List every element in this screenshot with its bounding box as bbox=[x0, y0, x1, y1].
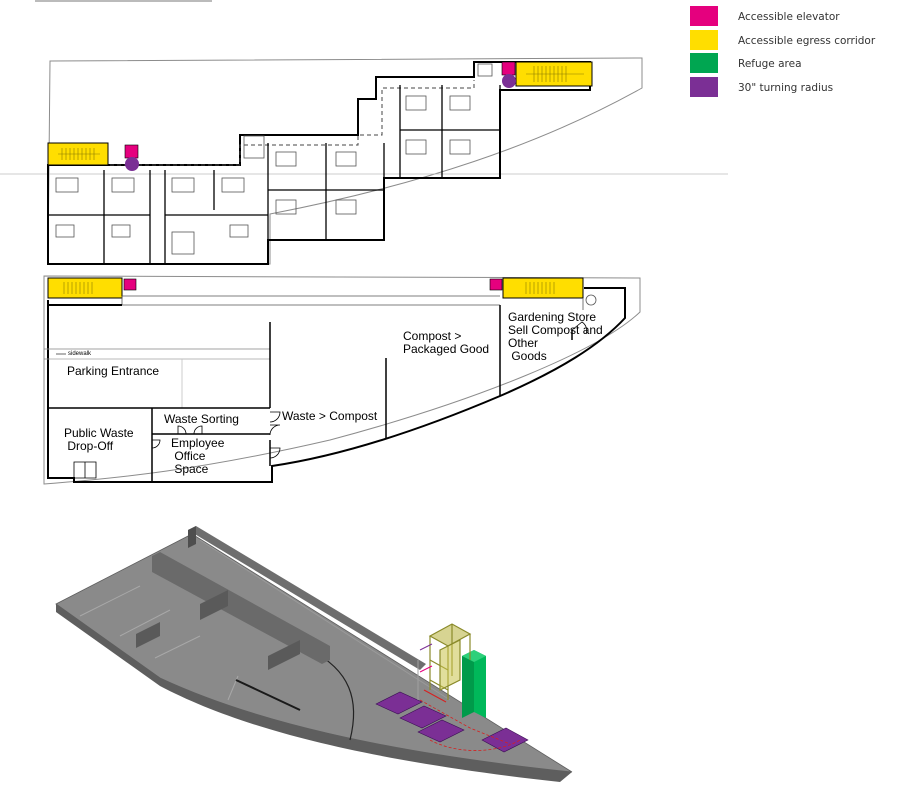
room-label-employee-office: Employee Office Space bbox=[171, 436, 225, 476]
ground-building-outline bbox=[47, 287, 626, 483]
legend-item-elevator: Accessible elevator bbox=[690, 6, 895, 30]
axon-egress-route bbox=[419, 699, 521, 751]
axon-wall-a bbox=[152, 552, 330, 664]
ground-doors bbox=[73, 321, 588, 479]
upper-egress-corridor-right bbox=[515, 61, 593, 87]
axon-back-wall bbox=[188, 526, 426, 670]
ground-elevator-right bbox=[489, 278, 503, 291]
axon-turning-pads bbox=[375, 691, 529, 753]
room-label-waste-compost: Waste > Compost bbox=[282, 409, 378, 423]
legend-label-egress: Accessible egress corridor bbox=[738, 34, 876, 47]
axon-refuge-tower-top bbox=[462, 650, 486, 662]
axon-stair-accents bbox=[417, 643, 447, 703]
legend-swatch-refuge bbox=[690, 53, 718, 73]
legend: Accessible elevator Accessible egress co… bbox=[690, 6, 895, 100]
legend-item-refuge: Refuge area bbox=[690, 53, 895, 77]
ground-egress-left bbox=[47, 277, 123, 299]
legend-label-refuge: Refuge area bbox=[738, 58, 802, 70]
ground-room-walls bbox=[48, 305, 573, 482]
room-label-compost-packaged: Compost > Packaged Good bbox=[403, 329, 490, 356]
legend-label-turning-radius: 30" turning radius bbox=[738, 81, 834, 94]
ground-floor-plan bbox=[43, 275, 641, 485]
axon-back-wall-end bbox=[188, 526, 196, 548]
ground-egress-right bbox=[502, 277, 584, 299]
axon-refuge-tower-front bbox=[462, 650, 474, 718]
room-label-waste-sorting: Waste Sorting bbox=[164, 412, 239, 426]
legend-item-turning-radius: 30" turning radius bbox=[690, 76, 895, 101]
room-label-public-waste: Public Waste Drop-Off bbox=[64, 426, 134, 453]
axon-wall-c bbox=[268, 640, 300, 670]
upper-elevator-right bbox=[501, 61, 516, 76]
legend-swatch-elevator bbox=[690, 6, 718, 26]
upper-egress-corridor-left bbox=[47, 142, 109, 166]
upper-fixtures bbox=[55, 63, 493, 255]
legend-swatch-egress bbox=[690, 29, 718, 50]
upper-unit-walls bbox=[48, 85, 501, 264]
ground-corridor-lines bbox=[121, 294, 597, 310]
axon-wall-b bbox=[200, 590, 228, 620]
axon-refuge-tower-side bbox=[474, 650, 486, 718]
legend-item-egress: Accessible egress corridor bbox=[690, 29, 895, 54]
ground-elevator-left bbox=[123, 278, 137, 291]
upper-elevator-left bbox=[124, 144, 139, 159]
axonometric-model bbox=[55, 526, 573, 782]
upper-site-outline bbox=[47, 57, 643, 265]
sidewalk-label: sidewalk bbox=[68, 351, 92, 357]
upper-turning-radius-right bbox=[502, 74, 516, 88]
legend-label-elevator: Accessible elevator bbox=[738, 11, 840, 23]
parking-lines bbox=[50, 358, 270, 408]
upper-corridor-path bbox=[110, 80, 475, 166]
upper-turning-radius-left bbox=[125, 157, 139, 171]
room-label-gardening-store: Gardening Store Sell Compost and Other G… bbox=[508, 310, 603, 363]
room-label-parking-entrance: Parking Entrance bbox=[67, 364, 160, 378]
axon-wall-d bbox=[136, 622, 160, 648]
axon-stair-frame bbox=[428, 623, 472, 700]
legend-swatch-turning-radius bbox=[690, 76, 718, 97]
ground-building-top bbox=[47, 300, 122, 306]
slab-markings bbox=[79, 539, 451, 741]
upper-floor-plan bbox=[0, 57, 728, 265]
